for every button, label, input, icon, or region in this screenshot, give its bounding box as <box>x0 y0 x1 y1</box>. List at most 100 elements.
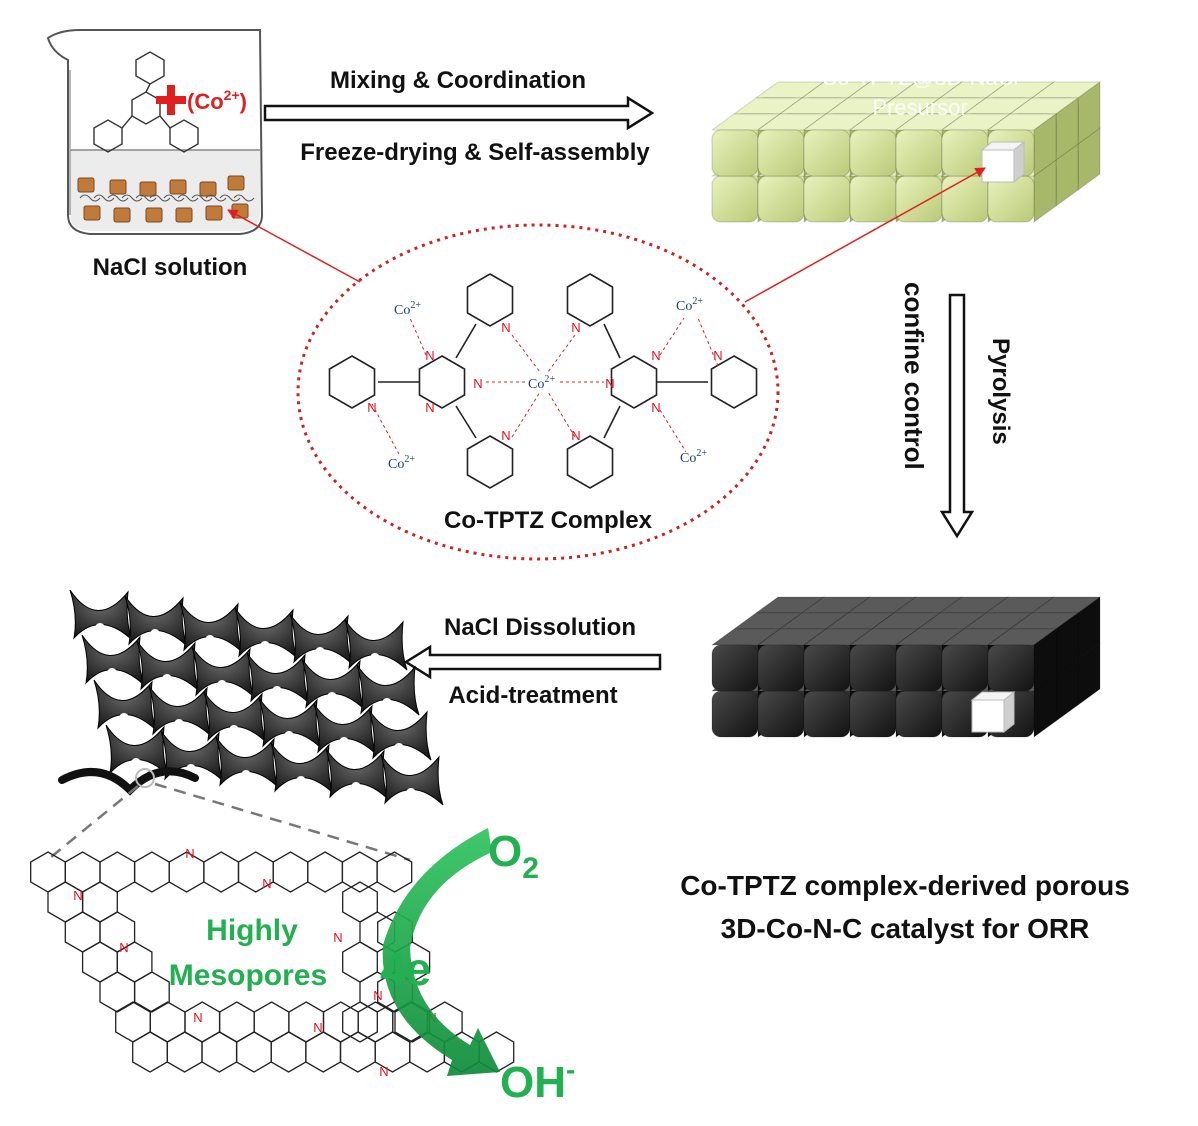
ligand-strand <box>121 194 143 202</box>
coordination-bond <box>409 317 427 356</box>
sheet-cell <box>191 646 255 698</box>
oh-label: OH- <box>500 1054 575 1107</box>
connector-to-beaker <box>227 209 361 283</box>
pore <box>229 725 239 735</box>
co-site-label: Co2+ <box>394 300 421 318</box>
carbon-ring <box>339 1031 376 1073</box>
n-atom-label: N <box>262 876 271 891</box>
coordination-bond <box>371 403 401 457</box>
triazine-ring-right <box>610 355 658 409</box>
sheet-cell <box>270 742 334 794</box>
carbon-ring <box>133 971 170 1013</box>
co-site-label: Co2+ <box>676 296 703 314</box>
carbon-ring <box>307 851 344 893</box>
n-atom-label: N <box>571 320 580 335</box>
pyridine-ring <box>328 355 376 409</box>
pyridine-ring <box>566 435 614 489</box>
connector-to-precursor <box>744 167 986 303</box>
zoom-circle <box>135 768 155 788</box>
n-atom-label: N <box>379 1064 388 1079</box>
product-label-line1: Co-TPTZ complex-derived porous <box>680 870 1130 901</box>
o2-label: O2 <box>488 827 539 885</box>
salt-crystals <box>77 175 255 223</box>
n-atom-label: N <box>501 428 510 443</box>
sheet-cell <box>356 664 420 716</box>
precursor-label-line2: Presursor <box>872 95 967 120</box>
carbon-ring <box>166 1031 203 1073</box>
tptz-molecule-icon <box>93 51 199 153</box>
step3-top-label: NaCl Dissolution <box>444 614 636 641</box>
salt-crystal <box>109 179 127 195</box>
orr-arrow <box>382 828 500 1076</box>
cube <box>987 628 1057 692</box>
carbon-ring <box>99 971 136 1013</box>
step1-top-label: Mixing & Coordination <box>330 67 586 94</box>
n-atom-label: N <box>473 376 482 391</box>
n-atom-label: N <box>313 1020 322 1035</box>
carbon-ring <box>133 851 170 893</box>
pore <box>174 719 184 729</box>
pore <box>205 635 215 645</box>
carbonized-block <box>711 596 1101 738</box>
bond <box>455 323 477 359</box>
pyridine-ring <box>466 273 514 327</box>
pore <box>260 641 270 651</box>
nacl-cube-icon <box>980 140 1026 184</box>
coordination-bond <box>511 334 541 373</box>
salt-crystal <box>83 205 101 221</box>
coordination-bond <box>659 409 687 453</box>
n-atom-label: N <box>605 376 614 391</box>
salt-crystal <box>175 207 193 223</box>
triazine-ring-left <box>418 355 466 409</box>
precursor-label-line1: Co-TPTZ@3D-NaCl <box>821 65 1018 90</box>
coordination-bond <box>547 391 576 438</box>
salt-crystal <box>169 179 187 195</box>
carbon-ring <box>81 881 118 923</box>
n-atom-label: N <box>333 930 342 945</box>
precursor-block <box>711 81 1101 223</box>
sheet-cell <box>179 601 243 653</box>
pore <box>119 713 129 723</box>
n-atom-label: N <box>185 846 194 861</box>
step3-bottom-label: Acid-treatment <box>448 682 617 709</box>
nacl-solution-label: NaCl solution <box>93 254 248 281</box>
pore <box>162 674 172 684</box>
bond <box>603 405 621 439</box>
n-atom-label: N <box>651 348 660 363</box>
sheet-cell <box>313 703 377 755</box>
bond <box>455 405 477 439</box>
pore <box>370 653 380 663</box>
zoom-line-right <box>154 782 411 862</box>
carbon-ring <box>201 1031 238 1073</box>
sheet-cell <box>93 679 157 731</box>
sheet-cell <box>215 736 279 788</box>
pore <box>382 698 392 708</box>
salt-crystal <box>113 207 131 223</box>
salt-crystal <box>205 205 223 221</box>
sheet-cell <box>344 619 408 671</box>
sheet-cell <box>124 595 188 647</box>
sheet-cell <box>289 613 353 665</box>
carbon-ring <box>253 1001 290 1043</box>
carbon-ring <box>342 1001 378 1043</box>
n-atom-label: N <box>367 400 376 415</box>
sheet-cell <box>325 748 389 800</box>
highly-label: Highly <box>206 914 298 947</box>
plus-icon <box>156 85 186 115</box>
pore <box>272 686 282 696</box>
pore <box>394 743 404 753</box>
carbon-ring <box>342 941 378 983</box>
sheet-cell <box>148 685 212 737</box>
ligand-strand <box>233 194 255 202</box>
carbon-ring <box>272 851 309 893</box>
ligand-strand <box>107 194 129 202</box>
n-atom-label: N <box>713 348 722 363</box>
pore <box>351 782 361 792</box>
n-atom-label: N <box>425 400 434 415</box>
carbon-ring <box>305 1031 342 1073</box>
carbon-ring <box>270 1031 307 1073</box>
co-site-label: Co2+ <box>680 448 707 466</box>
salt-crystal <box>139 181 157 197</box>
pore <box>315 647 325 657</box>
beaker: (Co2+) <box>46 29 264 235</box>
